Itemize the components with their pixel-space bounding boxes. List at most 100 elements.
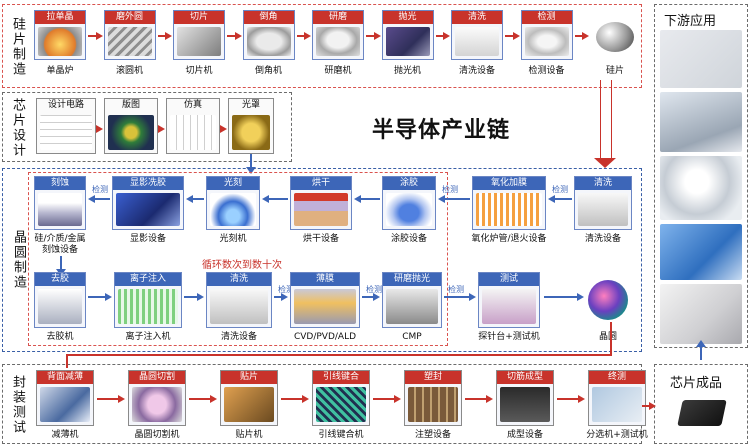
fab-top-detect-6: 检测 [552,185,568,194]
fab-bottom-step-label-5: 测试 [479,273,539,286]
fab-bottom-step-image-3 [294,289,356,324]
fab-bottom-caption-3: CVD/PVD/ALD [293,332,357,342]
chip-design-panel [2,92,292,162]
fab-bottom-arrow-3 [362,293,380,301]
pkg-step-5: 切筋成型 [496,370,554,426]
fab-bottom-step-2: 清洗 [206,272,272,328]
fab-bottom-step-label-4: 研磨抛光 [383,273,441,286]
pkg-step-image-5 [500,387,550,422]
pkg-step-label-6: 终测 [589,371,645,384]
fab-bottom-arrow-0 [88,293,112,301]
design-step-label-0: 设计电路 [47,100,84,110]
row1-step-label-7: 检测 [521,11,572,24]
pkg-caption-5: 成型设备 [506,430,543,440]
row1-step-5: 抛光 [381,10,434,60]
app-security-cameras [660,30,742,88]
finished-chip-title: 芯片成品 [670,376,723,391]
page-title: 半导体产业链 [372,118,511,143]
app-laptop [660,224,742,280]
design-step-2: 仿真 [166,98,220,154]
pkg-arrow-3 [373,395,401,403]
pkg-step-label-0: 背面减薄 [37,371,93,384]
row1-step-2: 切片 [173,10,225,60]
downstream-title: 下游应用 [664,14,717,29]
row1-step-image-5 [385,27,430,56]
fab-top-arrow-1 [88,195,110,203]
pkg-step-label-5: 切筋成型 [497,371,553,384]
loop-panel [28,172,448,346]
row1-step-image-6 [455,27,499,56]
fab-bottom-step-image-5 [482,289,536,324]
row1-step-3: 倒角 [242,10,295,60]
design-step-image-0 [40,115,92,150]
silicon-wafer-image [596,22,634,52]
section-title-packaging: 封装测试 [10,375,25,435]
row1-step-image-7 [524,27,569,56]
row1-step-image-0 [38,27,82,56]
row1-caption-7: 检测设备 [528,66,565,76]
row1-step-label-4: 研磨 [313,11,363,24]
row1-step-image-2 [177,27,221,56]
fab-top-step-image-0 [38,193,82,226]
row1-caption-3: 倒角机 [254,66,282,76]
pkg-step-image-0 [40,387,90,422]
app-phone [660,284,742,344]
fab-bottom-detect-2: 检测 [278,285,294,294]
fab-top-step-label-4: 涂胶 [383,177,435,190]
fab-top-step-image-2 [210,193,256,226]
row1-step-label-1: 磨外圆 [104,11,155,24]
fab-top-step-label-2: 光刻 [207,177,259,190]
pkg-caption-6: 分选机+测试机 [586,430,648,440]
pkg-step-2: 贴片 [220,370,278,426]
fab-top-step-4: 涂胶 [382,176,436,230]
pkg-step-label-3: 引线键合 [313,371,369,384]
row1-step-label-0: 拉单晶 [35,11,85,24]
fab-bottom-caption-6: 晶圆 [598,332,617,342]
pkg-caption-0: 减薄机 [51,430,79,440]
section-title-chip-design: 芯片设计 [10,98,25,158]
fab-top-caption-1: 显影设备 [129,234,166,244]
pkg-step-image-2 [224,387,274,422]
app-car [660,92,742,152]
fab-wafer-image [588,280,628,320]
row1-arrow-5 [435,32,450,40]
fab-top-step-3: 烘干 [290,176,352,230]
row1-arrow-2 [227,32,241,40]
row1-caption-8: 硅片 [605,66,624,76]
row1-caption-1: 滚圆机 [115,66,143,76]
row1-step-image-1 [107,27,152,56]
design-step-label-3: 光罩 [241,100,260,110]
design-step-image-1 [108,115,154,150]
fab-bottom-step-1: 离子注入 [114,272,182,328]
fab-top-caption-4: 涂胶设备 [390,234,427,244]
row1-caption-0: 单晶炉 [46,66,74,76]
pkg-step-3: 引线键合 [312,370,370,426]
wafer-making-panel [2,4,642,88]
design-step-0: 设计电路 [36,98,96,154]
fab-top-step-image-4 [386,193,432,226]
downstream-apps [660,30,742,344]
row1-arrow-6 [505,32,519,40]
row1-step-image-4 [316,27,360,56]
fab-bottom-caption-5: 探针台+测试机 [478,332,540,342]
fab-top-arrow-6 [548,195,572,203]
fab-top-step-1: 显影冼胶 [112,176,184,230]
fab-bottom-caption-2: 清洗设备 [220,332,257,342]
loop-note: 循环数次到数十次 [202,260,282,271]
fab-top-arrow-4 [354,195,380,203]
chip-to-apps-arrow [696,340,706,360]
fab-bottom-caption-1: 离子注入机 [125,332,171,342]
fab-top-step-image-3 [294,193,348,226]
fab-bottom-arrow-2 [274,293,288,301]
pkg-to-chip-arrow [642,402,656,410]
fab-top-arrow-2 [186,195,204,203]
fab-top-step-2: 光刻 [206,176,260,230]
pkg-caption-3: 引线键合机 [318,430,364,440]
fab-bottom-arrow-4 [444,293,476,301]
pkg-caption-4: 注塑设备 [414,430,451,440]
design-step-label-1: 版图 [121,100,140,110]
pkg-step-label-4: 塑封 [405,371,461,384]
fab-bottom-step-image-0 [38,289,82,324]
fab-top-detect-1: 检测 [92,185,108,194]
fab-top-step-5: 氧化加膜 [472,176,546,230]
